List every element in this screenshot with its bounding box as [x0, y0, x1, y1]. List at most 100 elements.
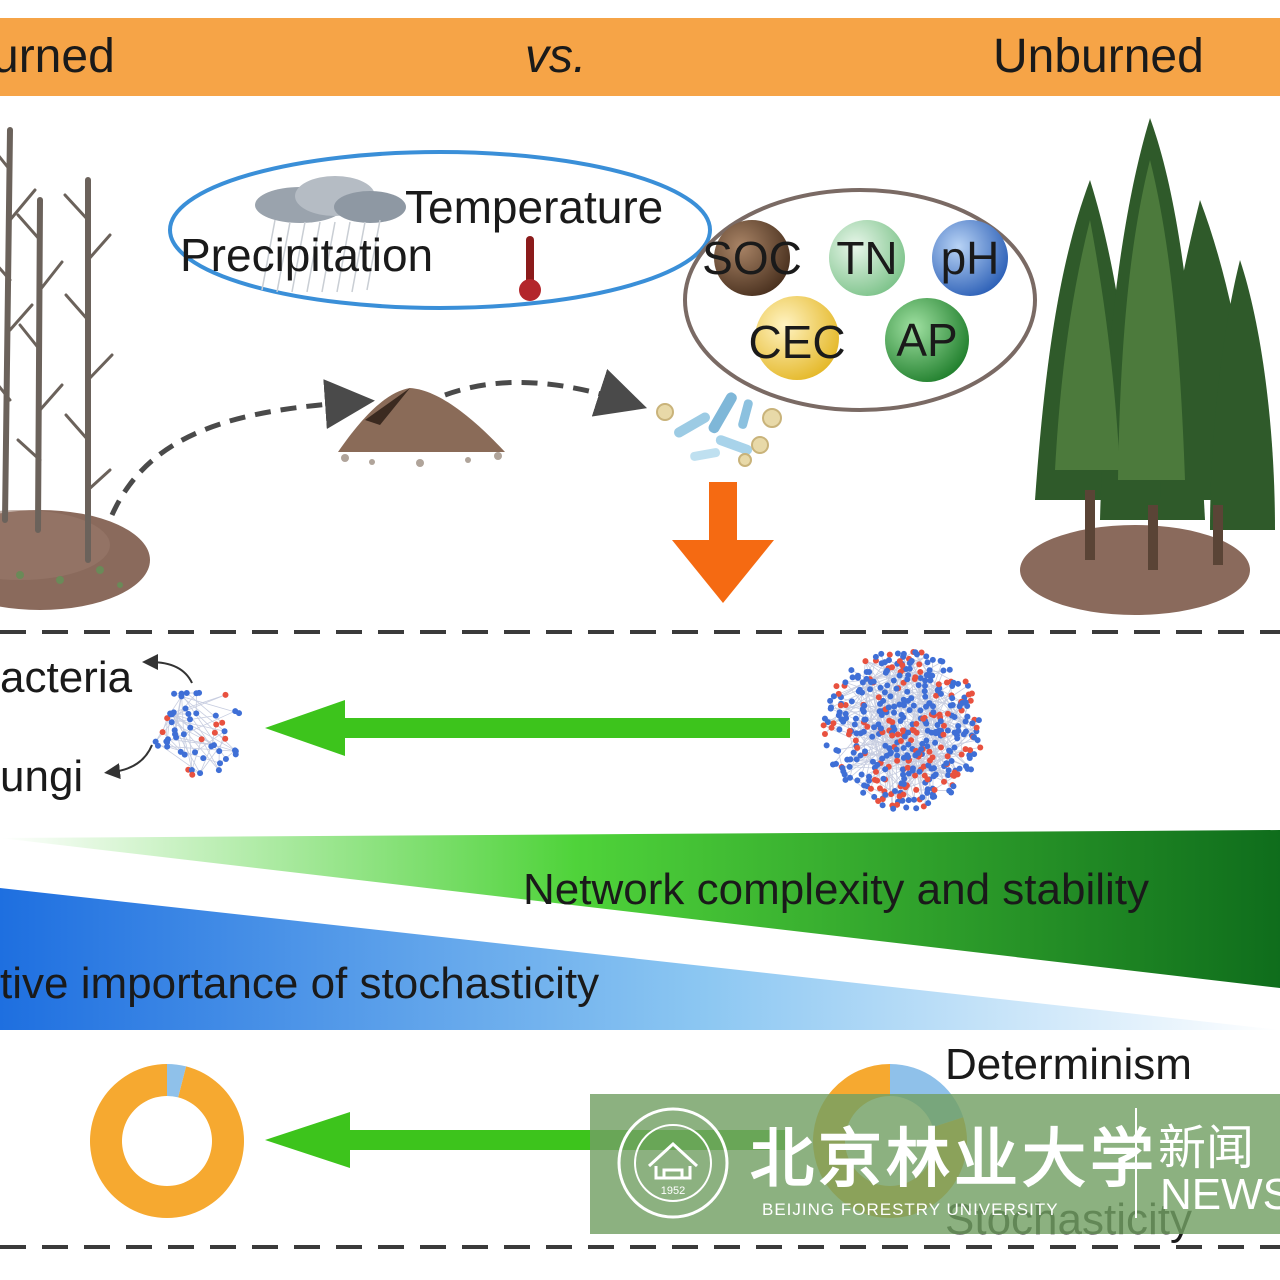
network-node [872, 768, 879, 775]
svg-text:1952: 1952 [661, 1185, 685, 1197]
network-node [189, 771, 196, 778]
orange-down-arrow [672, 482, 774, 603]
network-node [217, 760, 224, 767]
network-node [916, 768, 923, 775]
network-node [908, 737, 915, 744]
network-node [835, 690, 842, 697]
network-complexity-gradient [0, 830, 1280, 988]
network-node [846, 763, 853, 770]
ap-label: AP [896, 314, 958, 366]
network-node [906, 707, 913, 714]
network-node [933, 692, 940, 699]
network-node [877, 684, 884, 691]
network-node [949, 695, 956, 702]
network-node [829, 761, 836, 768]
network-node [926, 757, 933, 764]
network-node [889, 719, 896, 726]
network-node [874, 761, 881, 768]
network-node [893, 685, 900, 692]
network-node [924, 659, 931, 666]
network-node [912, 674, 919, 681]
network-node [926, 748, 933, 755]
network-node [876, 785, 883, 792]
network-node [842, 701, 849, 708]
network-node [967, 697, 974, 704]
network-node [828, 724, 835, 731]
network-node [929, 672, 936, 679]
network-node [910, 702, 917, 709]
network-node [923, 653, 930, 660]
network-node [842, 710, 849, 717]
network-node [879, 796, 886, 803]
network-node [215, 767, 222, 774]
network-node [835, 747, 842, 754]
network-node [900, 650, 907, 657]
network-node [887, 693, 894, 700]
network-node [182, 705, 189, 712]
network-node [929, 656, 936, 663]
network-node [869, 758, 876, 765]
network-node [924, 743, 931, 750]
network-node [860, 789, 867, 796]
network-node [958, 751, 965, 758]
network-node [894, 752, 901, 759]
network-node [949, 702, 956, 709]
network-node [906, 665, 913, 672]
network-node [164, 715, 171, 722]
network-node [827, 697, 834, 704]
network-node [861, 716, 868, 723]
network-node [858, 771, 865, 778]
network-node [960, 731, 967, 738]
microbes-icon [656, 392, 782, 467]
network-node [977, 744, 984, 751]
network-node [944, 727, 951, 734]
network-node [866, 773, 873, 780]
network-node [889, 732, 896, 739]
watermark-divider [1135, 1108, 1137, 1218]
network-node [820, 722, 827, 729]
watermark-english-name: BEIJING FORESTRY UNIVERSITY [762, 1200, 1059, 1219]
network-node [181, 751, 188, 758]
ph-label: pH [940, 232, 1000, 284]
network-node [839, 764, 846, 771]
network-node [946, 666, 953, 673]
network-node [947, 748, 954, 755]
network-node [923, 720, 930, 727]
network-node [944, 753, 951, 760]
network-node [844, 756, 851, 763]
network-node [956, 765, 963, 772]
network-node [934, 721, 941, 728]
network-node [955, 723, 962, 730]
network-node [884, 682, 891, 689]
network-node [904, 688, 911, 695]
network-node [833, 683, 840, 690]
network-node [849, 674, 856, 681]
network-node [968, 766, 975, 773]
network-node [842, 679, 849, 686]
network-node [906, 660, 913, 667]
network-node [899, 727, 906, 734]
soil-properties-ellipse [683, 188, 1037, 412]
unburned-label: Unburned [993, 30, 1204, 83]
network-node [900, 701, 907, 708]
network-node [164, 736, 171, 743]
network-node [197, 770, 204, 777]
network-node [164, 743, 171, 750]
network-node [869, 733, 876, 740]
network-node [913, 805, 920, 812]
network-node [950, 783, 957, 790]
climate-ellipse [168, 150, 712, 310]
network-node [891, 787, 898, 794]
network-node [932, 739, 939, 746]
network-node [894, 731, 901, 738]
network-node [860, 728, 867, 735]
network-node [171, 690, 178, 697]
network-node [918, 649, 925, 656]
bacteria-label: acteria [0, 653, 133, 702]
unburned-forest-icon [1020, 118, 1275, 615]
network-node [894, 757, 901, 764]
network-node [877, 725, 884, 732]
network-node [178, 690, 185, 697]
network-node [859, 689, 866, 696]
network-node [919, 740, 926, 747]
